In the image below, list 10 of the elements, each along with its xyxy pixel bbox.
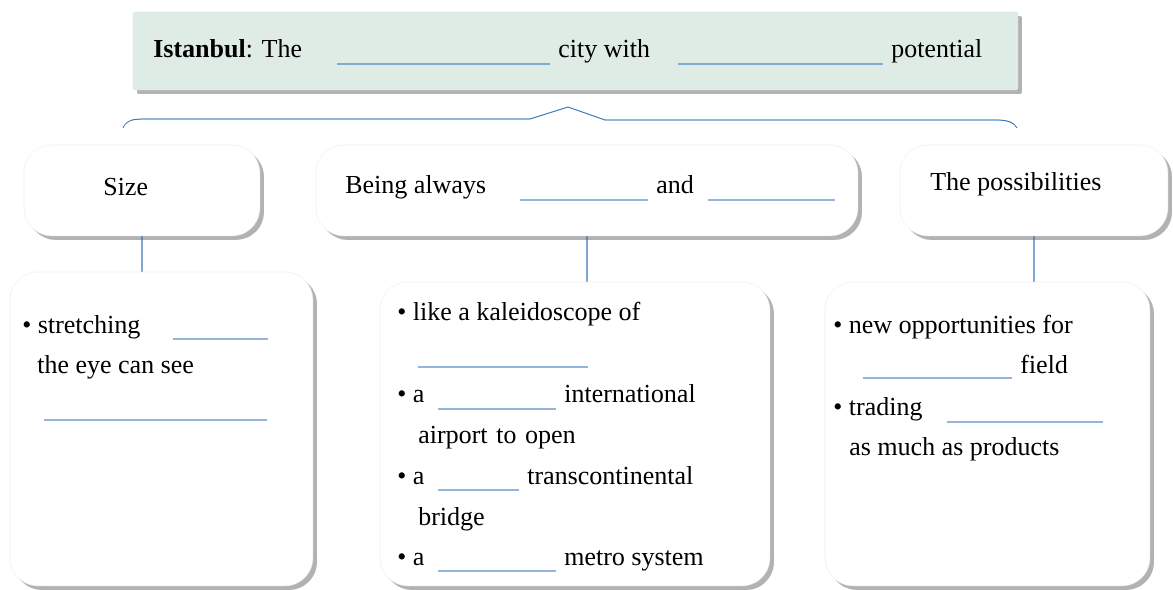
title-banner: Istanbul: The city with potential — [132, 11, 1022, 94]
connector-line — [141, 235, 143, 273]
notes-box: • like a kaleidoscope of • a international airport to open • a transcontinental bridge • a metro system — [379, 281, 774, 590]
notes-box: • stretching the eye can see — [9, 271, 317, 590]
connector-line — [1033, 235, 1035, 283]
connector-line — [586, 235, 588, 283]
topic-box: The possibilities — [899, 144, 1172, 240]
topic-box: Size — [23, 144, 264, 240]
topic-box: Being always and — [315, 144, 862, 240]
notes-box: • new opportunities for field • trading as much as products — [824, 281, 1154, 590]
